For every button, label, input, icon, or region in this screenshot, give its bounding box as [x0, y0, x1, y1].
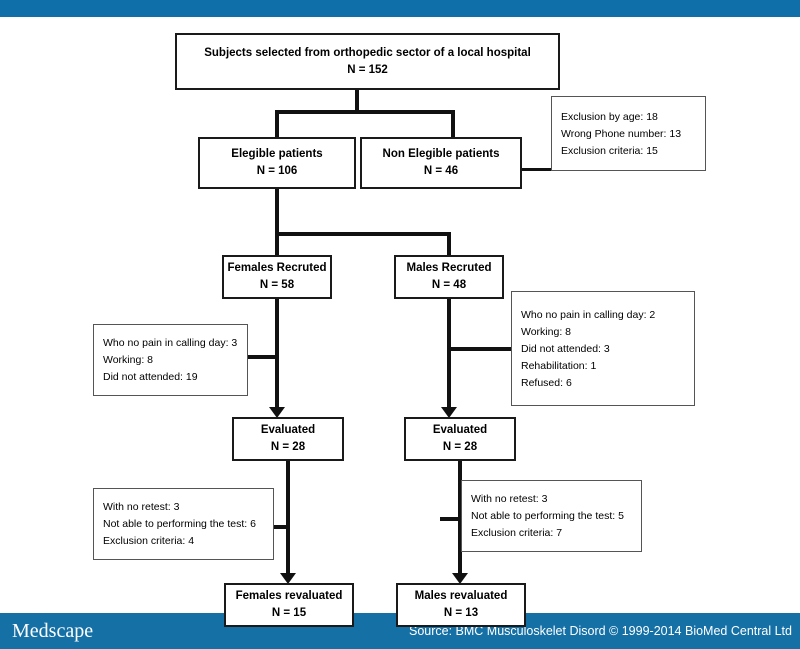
node-non-eligible-line2: N = 46: [423, 165, 459, 177]
node-non-eligible-line1: Non Elegible patients: [382, 148, 500, 160]
connector-eligible-down: [275, 189, 279, 236]
node-females-evaluated: Evaluated N = 28: [232, 417, 344, 461]
note-females-retest-loss-item: Not able to performing the test: 6: [103, 518, 256, 530]
note-exclusion-reasons-item: Wrong Phone number: 13: [561, 127, 682, 140]
note-males-dropout: Who no pain in calling day: 2 Working: 8…: [511, 291, 695, 406]
node-females-revaluated: Females revaluated N = 15: [224, 583, 354, 627]
note-males-retest-loss: With no retest: 3 Not able to performing…: [461, 480, 642, 552]
node-females-recruited-line1: Females Recruted: [227, 262, 327, 274]
note-exclusion-reasons-item: Exclusion by age: 18: [561, 110, 658, 123]
node-eligible-line2: N = 106: [256, 165, 298, 177]
connector-to-females-recruited: [275, 232, 279, 257]
node-females-revaluated-line2: N = 15: [271, 607, 307, 619]
node-males-evaluated-line1: Evaluated: [432, 424, 488, 436]
node-subjects-selected-line1: Subjects selected from orthopedic sector…: [204, 46, 531, 59]
node-subjects-selected-line2: N = 152: [347, 63, 388, 76]
note-males-dropout-item: Did not attended: 3: [521, 342, 610, 355]
note-females-dropout-item: Who no pain in calling day: 3: [103, 337, 238, 349]
node-males-revaluated-line2: N = 13: [443, 607, 479, 619]
note-females-dropout: Who no pain in calling day: 3 Working: 8…: [93, 324, 248, 396]
node-non-eligible-patients: Non Elegible patients N = 46: [360, 137, 522, 189]
node-males-revaluated-line1: Males revaluated: [414, 590, 508, 602]
node-males-recruited-line2: N = 48: [431, 279, 467, 291]
node-males-revaluated: Males revaluated N = 13: [396, 583, 526, 627]
note-females-dropout-item: Working: 8: [103, 354, 153, 366]
node-males-evaluated-line2: N = 28: [442, 441, 478, 453]
node-subjects-selected: Subjects selected from orthopedic sector…: [175, 33, 560, 90]
note-females-dropout-item: Did not attended: 19: [103, 371, 198, 383]
connector-males-recruited-down: [447, 299, 451, 409]
node-females-evaluated-line2: N = 28: [270, 441, 306, 453]
flowchart-canvas: Subjects selected from orthopedic sector…: [0, 17, 800, 627]
note-females-retest-loss-item: With no retest: 3: [103, 501, 180, 513]
node-eligible-patients: Elegible patients N = 106: [198, 137, 356, 189]
arrowhead-females-revaluated: [280, 573, 296, 584]
arrowhead-males-revaluated: [452, 573, 468, 584]
note-females-retest-loss-item: Exclusion criteria: 4: [103, 535, 195, 547]
connector-to-non-eligible: [451, 110, 455, 140]
connector-subjects-down: [355, 90, 359, 112]
connector-females-dropout-tap: [248, 355, 277, 359]
note-males-retest-loss-item: With no retest: 3: [471, 493, 548, 505]
connector-males-retest-loss-tap: [440, 517, 462, 521]
connector-gender-split-bar: [275, 232, 451, 236]
node-females-revaluated-line1: Females revaluated: [235, 590, 343, 602]
connector-females-recruited-down: [275, 299, 279, 409]
connector-to-males-recruited: [447, 232, 451, 257]
node-males-recruited-line1: Males Recruted: [406, 262, 492, 274]
connector-females-evaluated-down: [286, 461, 290, 577]
connector-non-eligible-to-exclusions: [522, 168, 552, 171]
note-males-dropout-item: Working: 8: [521, 325, 571, 338]
connector-males-dropout-tap: [449, 347, 511, 351]
medscape-logo: Medscape: [12, 620, 94, 642]
top-brand-band: [0, 0, 800, 17]
node-eligible-line1: Elegible patients: [231, 148, 323, 160]
node-females-recruited: Females Recruted N = 58: [222, 255, 332, 299]
footer-source-text: Source: BMC Musculoskelet Disord © 1999-…: [408, 624, 792, 638]
connector-to-eligible: [275, 110, 279, 140]
note-males-dropout-item: Rehabilitation: 1: [521, 359, 597, 372]
arrowhead-females-evaluated: [269, 407, 285, 418]
note-females-retest-loss: With no retest: 3 Not able to performing…: [93, 488, 274, 560]
note-males-dropout-item: Refused: 6: [521, 376, 572, 389]
note-exclusion-reasons-item: Exclusion criteria: 15: [561, 144, 658, 157]
node-females-recruited-line2: N = 58: [259, 279, 295, 291]
node-females-evaluated-line1: Evaluated: [260, 424, 316, 436]
node-males-evaluated: Evaluated N = 28: [404, 417, 516, 461]
arrowhead-males-evaluated: [441, 407, 457, 418]
node-males-recruited: Males Recruted N = 48: [394, 255, 504, 299]
note-males-dropout-item: Who no pain in calling day: 2: [521, 308, 656, 321]
note-males-retest-loss-item: Not able to performing the test: 5: [471, 510, 624, 522]
note-males-retest-loss-item: Exclusion criteria: 7: [471, 527, 563, 539]
connector-eligible-split-bar: [275, 110, 455, 114]
note-exclusion-reasons: Exclusion by age: 18 Wrong Phone number:…: [551, 96, 706, 171]
